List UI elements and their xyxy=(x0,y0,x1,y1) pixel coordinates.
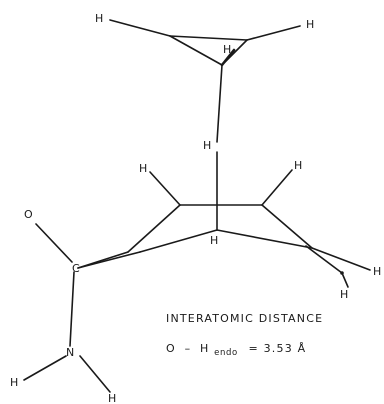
atom-h-n-left: H xyxy=(10,376,18,389)
atom-dot-right xyxy=(340,271,344,275)
atom-h-ring-right: H xyxy=(294,159,302,172)
caption-subscript-endo: endo xyxy=(214,348,238,358)
bicyclic-ring xyxy=(77,151,371,288)
atom-h-bridge: H xyxy=(210,234,218,247)
caption-atom-o: O xyxy=(166,342,176,355)
bond-cp-top xyxy=(169,35,248,41)
atom-h-lower-right: H xyxy=(340,288,348,301)
bond-h-ring-right xyxy=(261,169,293,206)
atom-oxygen: O xyxy=(24,208,33,221)
bond-o-c xyxy=(35,223,73,263)
caption-title: INTERATOMIC DISTANCE xyxy=(166,312,323,325)
atom-labels: H H H H H H H H H O C N H H xyxy=(10,12,381,404)
bond-cp-inner-h xyxy=(220,48,236,67)
caption-equation: O – H endo = 3.53 Å xyxy=(166,342,306,358)
caption-atom-h: H xyxy=(200,342,209,355)
bond-ring-right-down xyxy=(261,204,313,249)
bond-bridge-left xyxy=(139,229,218,253)
atom-h-ring-left: H xyxy=(139,162,147,175)
bond-right-to-far-h xyxy=(311,247,371,271)
atom-h-far-right: H xyxy=(373,265,381,278)
atom-h-n-right: H xyxy=(108,392,116,404)
amide-group xyxy=(23,223,111,393)
caption-dash: – xyxy=(185,342,192,355)
bond-n-h-left xyxy=(23,355,67,381)
caption: INTERATOMIC DISTANCE O – H endo = 3.53 Å xyxy=(166,312,323,358)
atom-h-top-left: H xyxy=(95,12,103,25)
bond-h-topleft-c xyxy=(109,19,171,37)
bond-apex-down xyxy=(216,64,223,143)
bond-cp-right-h xyxy=(246,25,301,41)
cyclopropane-ring xyxy=(109,19,301,143)
bond-cp-left-lower xyxy=(169,35,223,66)
bond-double-right xyxy=(305,245,343,274)
bond-right-to-lower-h xyxy=(341,272,349,288)
bond-h-ring-left xyxy=(149,171,181,206)
atom-h-cp-inner: H xyxy=(223,43,231,56)
atom-carbon: C xyxy=(72,262,80,275)
atom-h-top-right: H xyxy=(306,18,314,31)
caption-value: = 3.53 Å xyxy=(248,342,306,355)
bond-n-h-right xyxy=(79,355,111,393)
bond-bridge-right xyxy=(216,229,313,249)
bond-c-n xyxy=(69,271,75,347)
atom-h-endo: H xyxy=(203,139,211,152)
bond-double-left-2 xyxy=(77,251,141,269)
bond-ring-left-down xyxy=(127,204,181,253)
atom-nitrogen: N xyxy=(66,346,74,359)
